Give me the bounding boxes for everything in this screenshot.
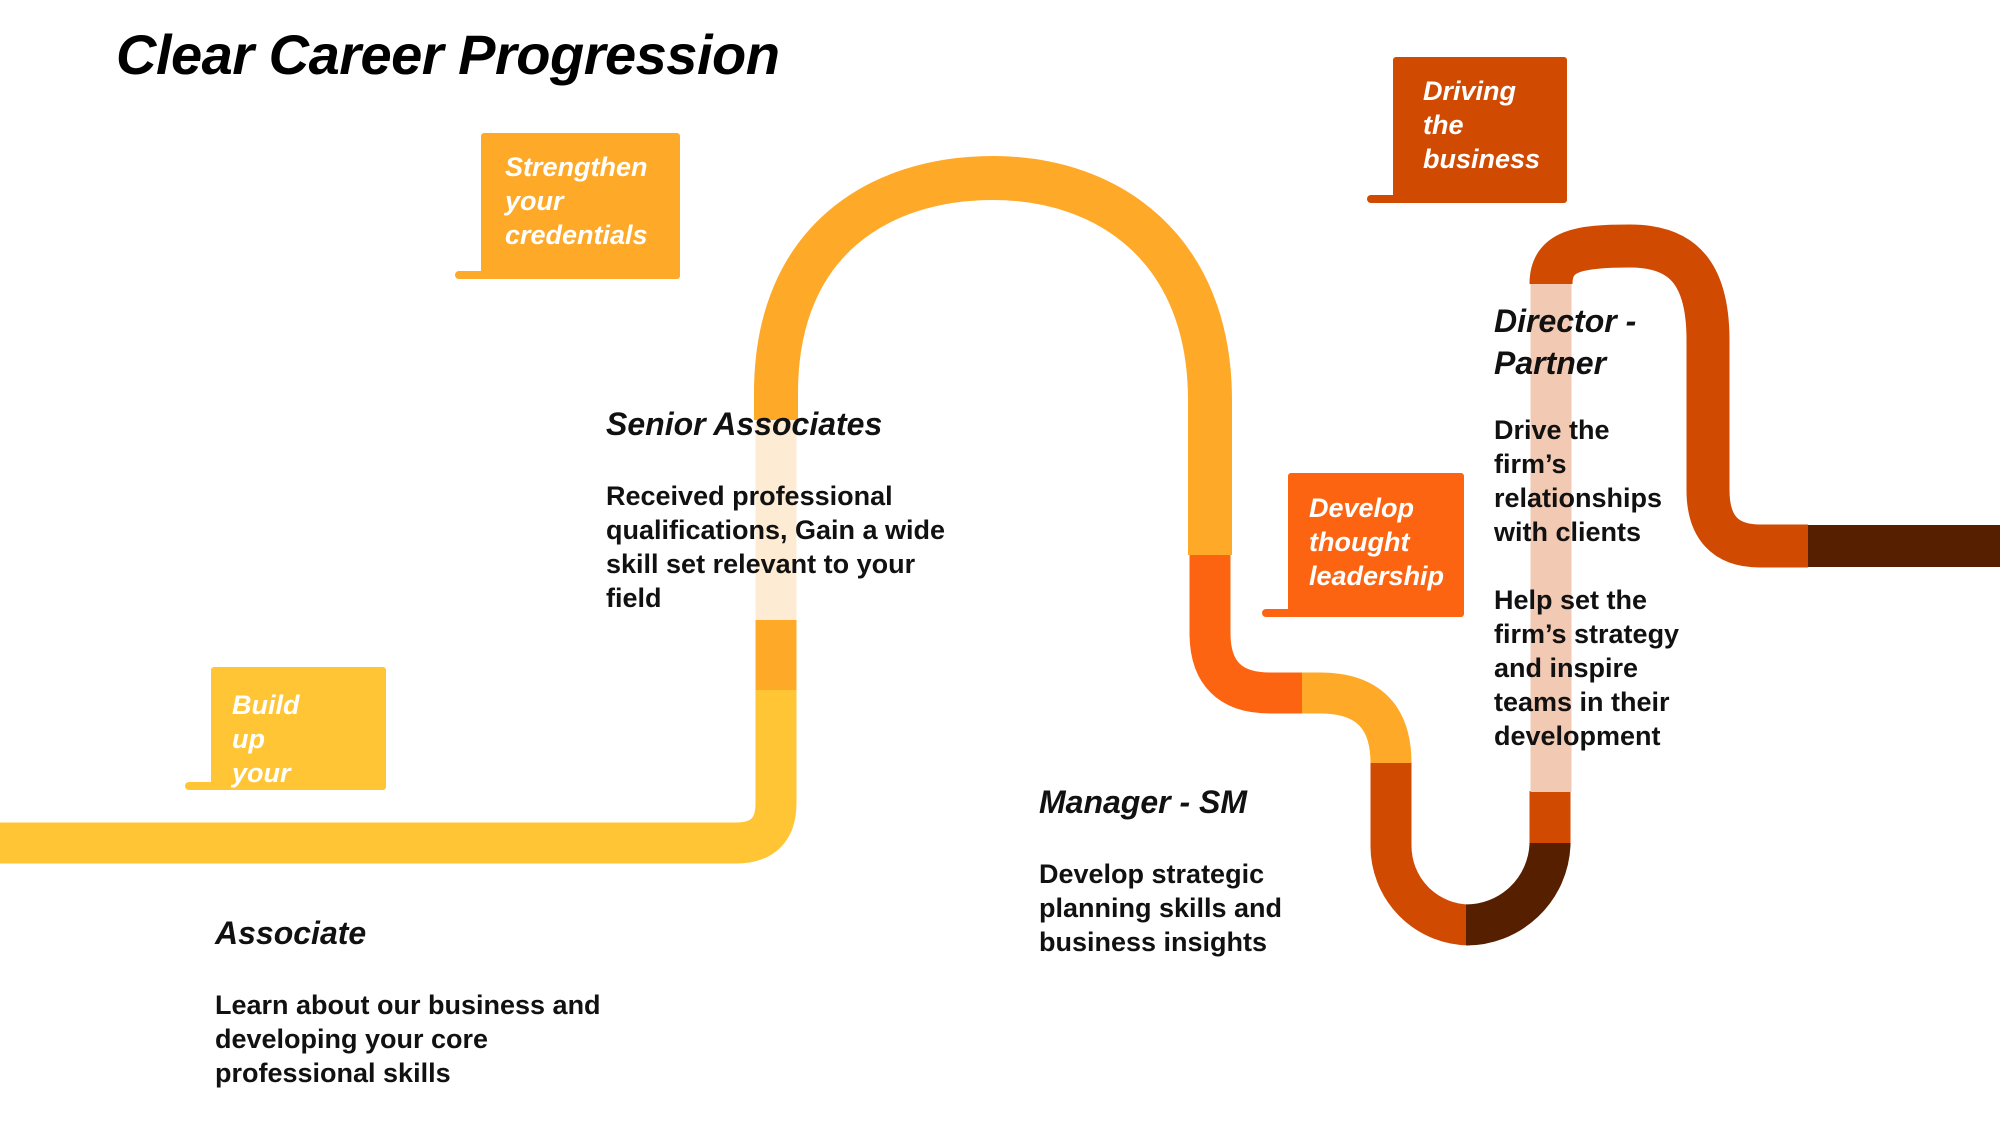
road-segment-manager-drop — [1189, 555, 1302, 714]
callout-tab — [1367, 195, 1407, 203]
callout-box — [1393, 57, 1567, 203]
stage-director-partner: Director - Partner Drive the firm’s rela… — [1494, 300, 1679, 753]
callout-text: Strengthen your credentials — [505, 152, 648, 250]
stage-description: Develop strategic planning skills and bu… — [1039, 859, 1283, 957]
stage-description: Drive the firm’s relationships with clie… — [1494, 415, 1663, 547]
stage-title: Associate — [215, 915, 367, 951]
callout-text: Develop thought leadership — [1309, 493, 1445, 591]
road-segment-u-right — [1465, 842, 1571, 946]
callout-box — [481, 133, 680, 279]
stage-associate: Associate Learn about our business and d… — [215, 912, 601, 1090]
callout-tab — [185, 782, 225, 790]
stage-description-2: Help set the firm’s strategy and inspire… — [1494, 585, 1680, 751]
callout-text: Driving the business — [1423, 76, 1541, 174]
stage-title: Manager - SM — [1039, 784, 1248, 820]
callout-box — [1288, 473, 1464, 617]
road-segment-associate — [0, 690, 797, 864]
callout-tab — [1262, 609, 1302, 617]
stage-description: Received professional qualifications, Ga… — [606, 481, 946, 613]
road-segment-senior-arch — [754, 155, 1232, 555]
callout-text: Build up your skills — [232, 690, 300, 822]
stage-senior-associates: Senior Associates Received professional … — [606, 403, 945, 615]
road-segment-manager-curve — [1302, 672, 1412, 764]
stage-title: Senior Associates — [606, 406, 883, 442]
stage-title: Director - Partner — [1494, 303, 1637, 381]
page-title: Clear Career Progression — [116, 23, 780, 86]
road-segment-partner-hump — [1529, 224, 1808, 568]
stage-description: Learn about our business and developing … — [215, 990, 601, 1088]
road-segment-u-left — [1370, 763, 1471, 946]
callout-tab — [455, 271, 495, 279]
callout-box — [211, 667, 386, 790]
stage-manager-sm: Manager - SM Develop strategic planning … — [1039, 781, 1282, 959]
